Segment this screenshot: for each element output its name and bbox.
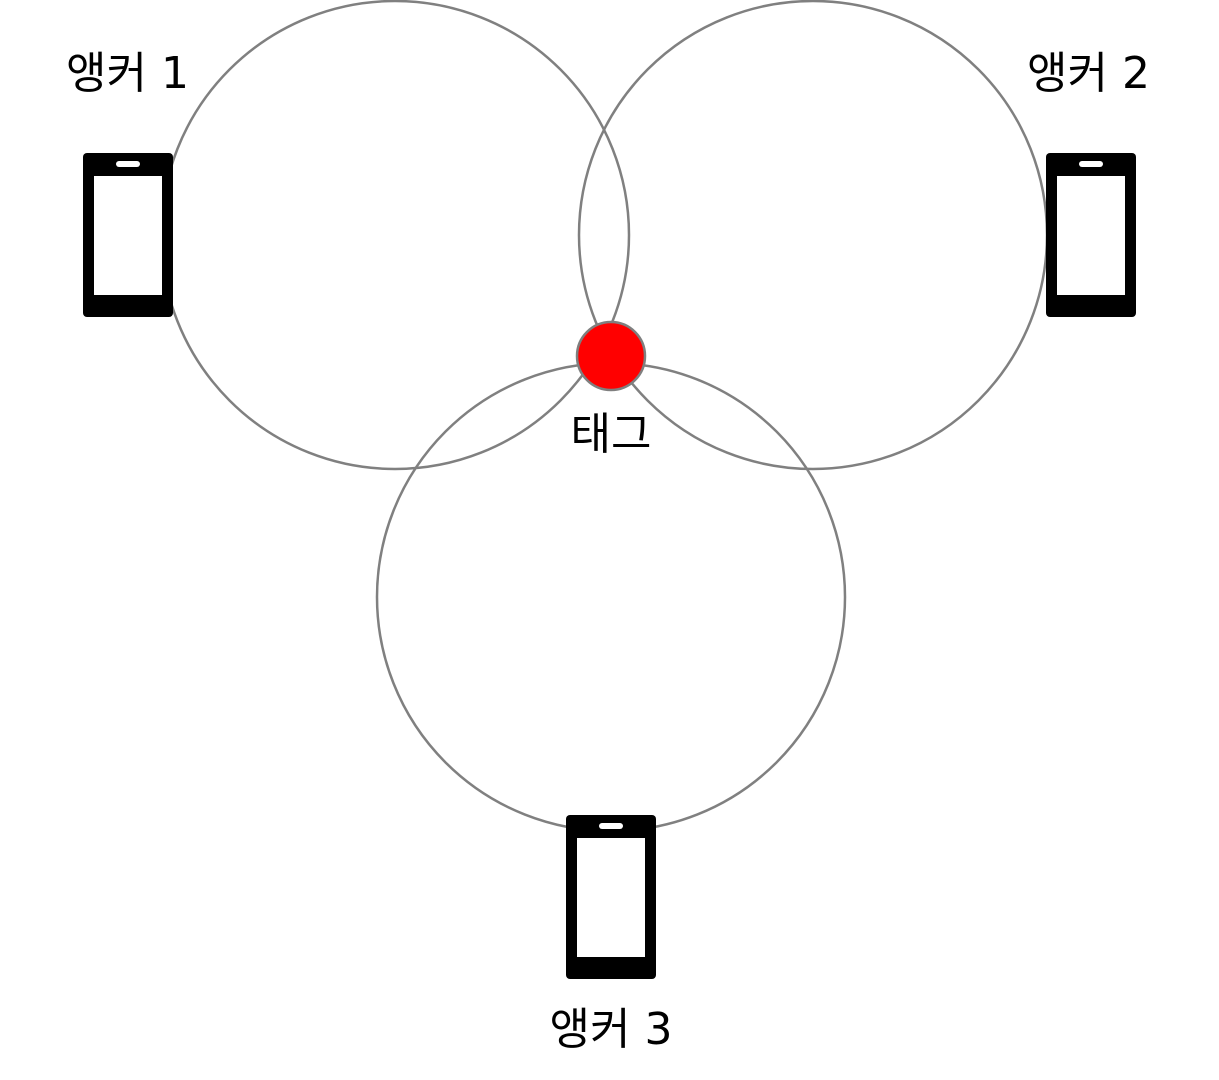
anchor-3-label: 앵커 3 <box>550 1004 673 1055</box>
anchor-1-range-circle <box>159 0 631 471</box>
anchor-1-smartphone-icon <box>83 153 173 317</box>
anchor-2-smartphone-icon <box>1046 153 1136 317</box>
anchor-1-label: 앵커 1 <box>66 48 189 99</box>
tag-marker <box>575 320 647 392</box>
anchor-2-label: 앵커 2 <box>1027 48 1150 99</box>
anchor-3-smartphone-icon <box>566 815 656 979</box>
anchor-2-range-circle <box>577 0 1049 471</box>
tag-label: 태그 <box>571 409 652 460</box>
